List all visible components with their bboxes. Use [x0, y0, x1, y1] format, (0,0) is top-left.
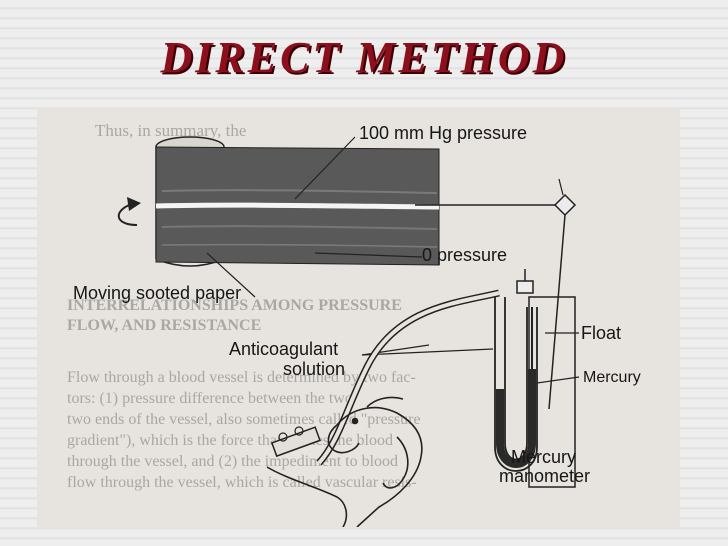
- bg-text-line: two ends of the vessel, also sometimes c…: [67, 411, 421, 428]
- bg-heading: FLOW, AND RESISTANCE: [67, 317, 262, 334]
- label-anticoagulant: Anticoagulant: [229, 339, 339, 359]
- bg-heading: INTERRELATIONSHIPS AMONG PRESSURE: [67, 297, 402, 314]
- label-manometer-2: manometer: [499, 466, 591, 486]
- label-100mmhg: 100 mm Hg pressure: [359, 123, 528, 143]
- kymograph-figure: Thus, in summary, the INTERRELATIONSHIPS…: [37, 107, 680, 527]
- label-mercury: Mercury: [583, 369, 641, 386]
- sooted-paper: [155, 146, 440, 266]
- recording-stylus: [415, 178, 577, 410]
- label-manometer-1: Mercury: [511, 447, 577, 467]
- bg-text-line: tors: (1) pressure difference between th…: [67, 390, 353, 407]
- bg-text-line: Thus, in summary, the: [95, 121, 247, 140]
- animal-head: [266, 396, 423, 527]
- bg-text-line: through the vessel, and (2) the impedime…: [67, 453, 399, 470]
- label-zero-pressure: 0 pressure: [422, 245, 508, 265]
- label-solution: solution: [283, 359, 346, 379]
- label-float: Float: [581, 323, 622, 343]
- slide-title: DIRECT METHOD: [160, 33, 568, 82]
- leader-lines: [206, 136, 580, 384]
- bg-text-line: flow through the vessel, which is called…: [67, 474, 417, 491]
- bg-text-line: Flow through a blood vessel is determine…: [67, 369, 416, 386]
- mercury-manometer: [494, 269, 576, 488]
- arterial-cannula: [270, 426, 321, 458]
- label-moving-paper: Moving sooted paper: [73, 283, 242, 303]
- apparatus-drawing: [117, 136, 580, 527]
- anticoagulant-tube: [316, 289, 500, 466]
